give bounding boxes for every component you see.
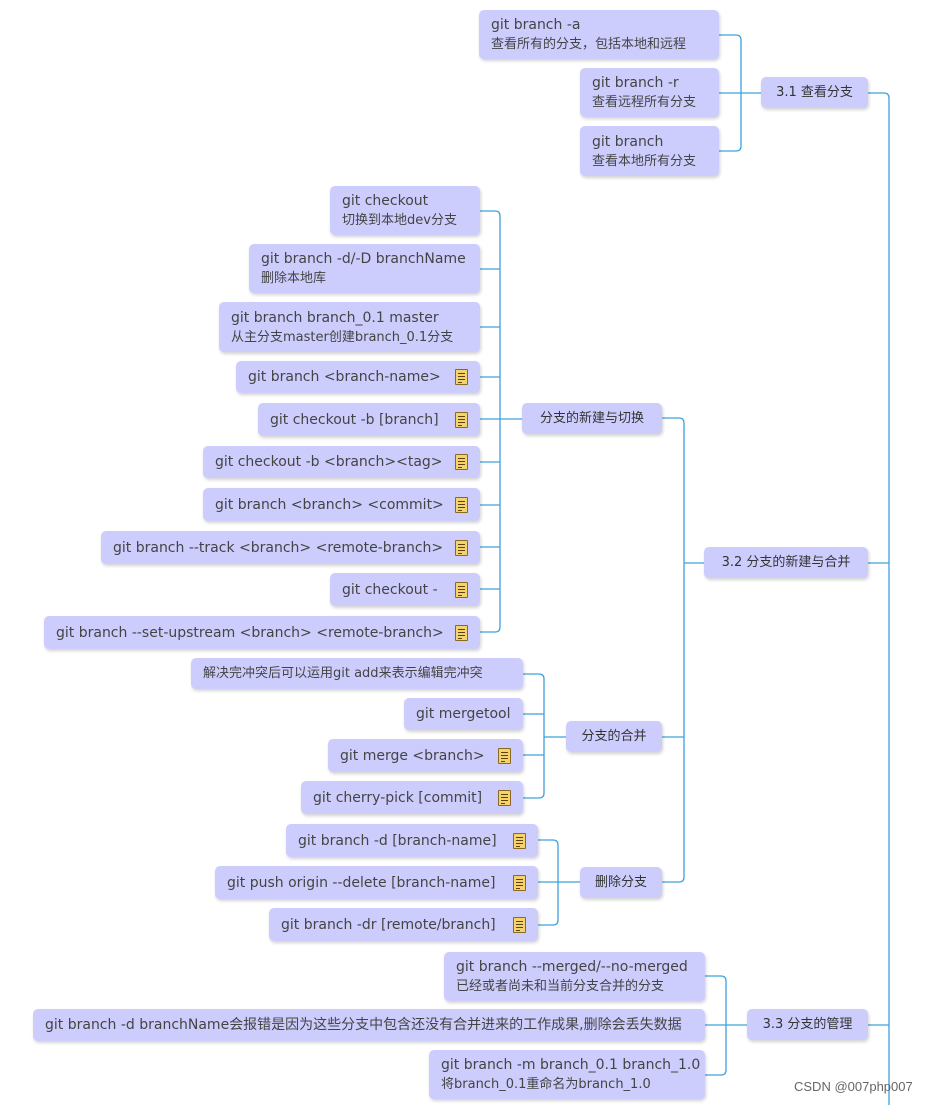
watermark: CSDN @007php007 xyxy=(794,1079,913,1094)
description-text: 将branch_0.1重命名为branch_1.0 xyxy=(441,1077,651,1092)
command-text: git checkout -b <branch><tag> xyxy=(215,454,443,470)
topic-3-1-view-branches[interactable]: 3.1 查看分支 xyxy=(761,77,868,108)
node-git-branch-create-from-master[interactable]: git branch branch_0.1 master 从主分支master创… xyxy=(219,302,480,352)
command-text: git branch -d branchName会报错是因为这些分支中包含还没有… xyxy=(45,1017,682,1033)
description-text: 已经或者尚未和当前分支合并的分支 xyxy=(456,979,665,994)
command-text: git mergetool xyxy=(416,706,511,722)
topic-label: 3.3 分支的管理 xyxy=(762,1016,853,1032)
topic-label: 3.2 分支的新建与合并 xyxy=(721,554,851,570)
topic-label: 分支的合并 xyxy=(581,728,647,744)
description-text: 从主分支master创建branch_0.1分支 xyxy=(231,329,454,345)
command-text: git checkout xyxy=(342,193,429,209)
command-text: 解决完冲突后可以运用git add来表示编辑完冲突 xyxy=(203,665,483,681)
node-git-checkout[interactable]: git checkout 切换到本地dev分支 xyxy=(330,186,480,235)
note-icon[interactable] xyxy=(455,581,468,598)
node-git-checkout-b[interactable]: git checkout -b [branch] xyxy=(258,403,480,436)
node-git-branch-merged[interactable]: git branch --merged/--no-merged 已经或者尚未和当… xyxy=(444,952,705,1001)
node-git-checkout-b-tag[interactable]: git checkout -b <branch><tag> xyxy=(203,446,480,478)
command-text: git merge <branch> xyxy=(340,747,485,764)
command-text: git checkout -b [branch] xyxy=(270,411,439,428)
command-text: git branch -m branch_0.1 branch_1.0 xyxy=(441,1057,701,1073)
node-git-branch-d-warning[interactable]: git branch -d branchName会报错是因为这些分支中包含还没有… xyxy=(33,1009,705,1041)
node-git-branch-d-name[interactable]: git branch -d [branch-name] xyxy=(286,824,538,857)
node-resolve-conflict[interactable]: 解决完冲突后可以运用git add来表示编辑完冲突 xyxy=(191,658,523,689)
command-text: git branch xyxy=(592,133,664,150)
node-git-cherry-pick[interactable]: git cherry-pick [commit] xyxy=(301,781,523,814)
description-text: 删除本地库 xyxy=(261,271,327,286)
note-icon[interactable] xyxy=(455,624,468,641)
command-text: git branch <branch> <commit> xyxy=(215,496,444,513)
command-text: git cherry-pick [commit] xyxy=(313,789,483,806)
note-icon[interactable] xyxy=(455,454,468,470)
command-text: git branch branch_0.1 master xyxy=(231,309,439,326)
node-git-branch-r[interactable]: git branch -r 查看远程所有分支 xyxy=(580,68,719,117)
topic-label: 3.1 查看分支 xyxy=(776,84,853,100)
note-icon[interactable] xyxy=(513,916,526,933)
command-text: git branch --track <branch> <remote-bran… xyxy=(113,539,444,556)
topic-branch-merge[interactable]: 分支的合并 xyxy=(566,721,662,752)
command-text: git checkout - xyxy=(342,581,438,598)
command-text: git branch -dr [remote/branch] xyxy=(281,916,496,933)
node-git-branch-set-upstream[interactable]: git branch --set-upstream <branch> <remo… xyxy=(44,616,480,649)
node-git-branch-commit[interactable]: git branch <branch> <commit> xyxy=(203,488,480,521)
node-git-checkout-dash[interactable]: git checkout - xyxy=(330,573,480,606)
note-icon[interactable] xyxy=(498,789,511,806)
node-git-branch-dr[interactable]: git branch -dr [remote/branch] xyxy=(269,908,538,941)
node-git-branch-track[interactable]: git branch --track <branch> <remote-bran… xyxy=(101,531,480,564)
node-git-merge[interactable]: git merge <branch> xyxy=(328,739,523,772)
node-git-branch-rename[interactable]: git branch -m branch_0.1 branch_1.0 将bra… xyxy=(429,1050,705,1099)
node-git-mergetool[interactable]: git mergetool xyxy=(404,698,523,730)
note-icon[interactable] xyxy=(455,539,468,556)
command-text: git branch -r xyxy=(592,75,679,91)
note-icon[interactable] xyxy=(513,832,526,849)
command-text: git branch -d/-D branchName xyxy=(261,251,466,267)
topic-3-3-branch-management[interactable]: 3.3 分支的管理 xyxy=(747,1009,868,1040)
node-git-branch-a[interactable]: git branch -a 查看所有的分支，包括本地和远程 xyxy=(479,10,719,59)
command-text: git branch -d [branch-name] xyxy=(298,832,497,849)
node-git-push-delete[interactable]: git push origin --delete [branch-name] xyxy=(215,866,538,899)
description-text: 查看所有的分支，包括本地和远程 xyxy=(491,37,687,52)
command-text: git branch <branch-name> xyxy=(248,369,441,385)
description-text: 查看本地所有分支 xyxy=(592,153,697,169)
topic-label: 分支的新建与切换 xyxy=(539,410,644,426)
topic-3-2-create-merge[interactable]: 3.2 分支的新建与合并 xyxy=(704,547,868,578)
command-text: git branch -a xyxy=(491,17,581,33)
note-icon[interactable] xyxy=(498,747,511,764)
node-git-branch-delete-local[interactable]: git branch -d/-D branchName 删除本地库 xyxy=(249,244,480,293)
note-icon[interactable] xyxy=(513,874,526,891)
topic-label: 删除分支 xyxy=(594,874,647,890)
command-text: git branch --merged/--no-merged xyxy=(456,959,688,975)
note-icon[interactable] xyxy=(455,369,468,385)
node-git-branch[interactable]: git branch 查看本地所有分支 xyxy=(580,126,719,176)
node-git-branch-new[interactable]: git branch <branch-name> xyxy=(236,361,480,393)
note-icon[interactable] xyxy=(455,411,468,428)
note-icon[interactable] xyxy=(455,496,468,513)
description-text: 切换到本地dev分支 xyxy=(342,213,457,228)
command-text: git push origin --delete [branch-name] xyxy=(227,874,496,891)
command-text: git branch --set-upstream <branch> <remo… xyxy=(56,624,444,641)
topic-delete-branch[interactable]: 删除分支 xyxy=(580,867,662,898)
topic-branch-create-switch[interactable]: 分支的新建与切换 xyxy=(522,403,662,434)
description-text: 查看远程所有分支 xyxy=(592,95,697,110)
